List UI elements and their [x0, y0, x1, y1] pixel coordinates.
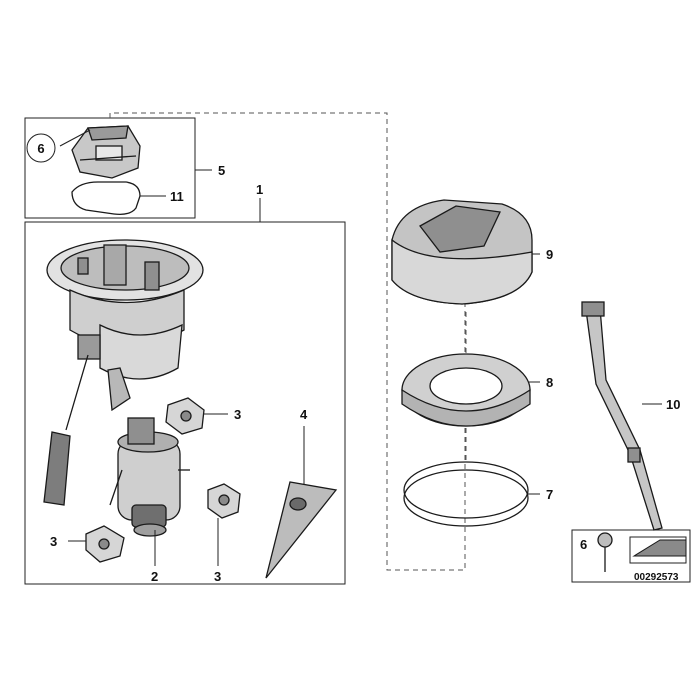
- callout-2: 2: [151, 569, 158, 584]
- dashed-connector: [109, 112, 466, 571]
- callout-3b: 3: [214, 569, 221, 584]
- part-11-gasket: [71, 181, 141, 216]
- callout-10: 10: [666, 397, 680, 412]
- diagram-code: 00292573: [634, 572, 679, 583]
- part-8-locking-ring: [401, 353, 531, 427]
- frame-assembly-1: [24, 221, 346, 585]
- callout-3a: 3: [234, 407, 241, 422]
- callout-6a-circle: [26, 133, 56, 163]
- part-3-clip-a: [165, 397, 205, 435]
- part-10-wiring-strip: [581, 301, 663, 531]
- part-9-cover: [391, 199, 533, 305]
- part-1-pump-module: [43, 239, 204, 506]
- callout-11: 11: [170, 189, 184, 204]
- callout-4: 4: [300, 407, 308, 422]
- callout-6a: 6: [37, 141, 44, 156]
- part-6-sensor-cap: [71, 125, 141, 179]
- callout-3c: 3: [50, 534, 57, 549]
- frame-legend: [571, 529, 691, 583]
- callout-1: 1: [256, 182, 263, 197]
- callout-5: 5: [218, 163, 225, 178]
- part-7-seal-ring: [403, 461, 529, 527]
- part-3-clip-c: [85, 525, 125, 563]
- part-3-clip-b: [207, 483, 241, 519]
- callout-7: 7: [546, 487, 553, 502]
- callout-6b: 6: [580, 537, 587, 552]
- legend-arrow-icon: [629, 536, 687, 564]
- legend-screw-icon: [597, 532, 613, 572]
- callout-9: 9: [546, 247, 553, 262]
- callout-8: 8: [546, 375, 553, 390]
- part-2-fuel-pump: [109, 417, 190, 537]
- part-4-wedge-tool: [265, 481, 338, 579]
